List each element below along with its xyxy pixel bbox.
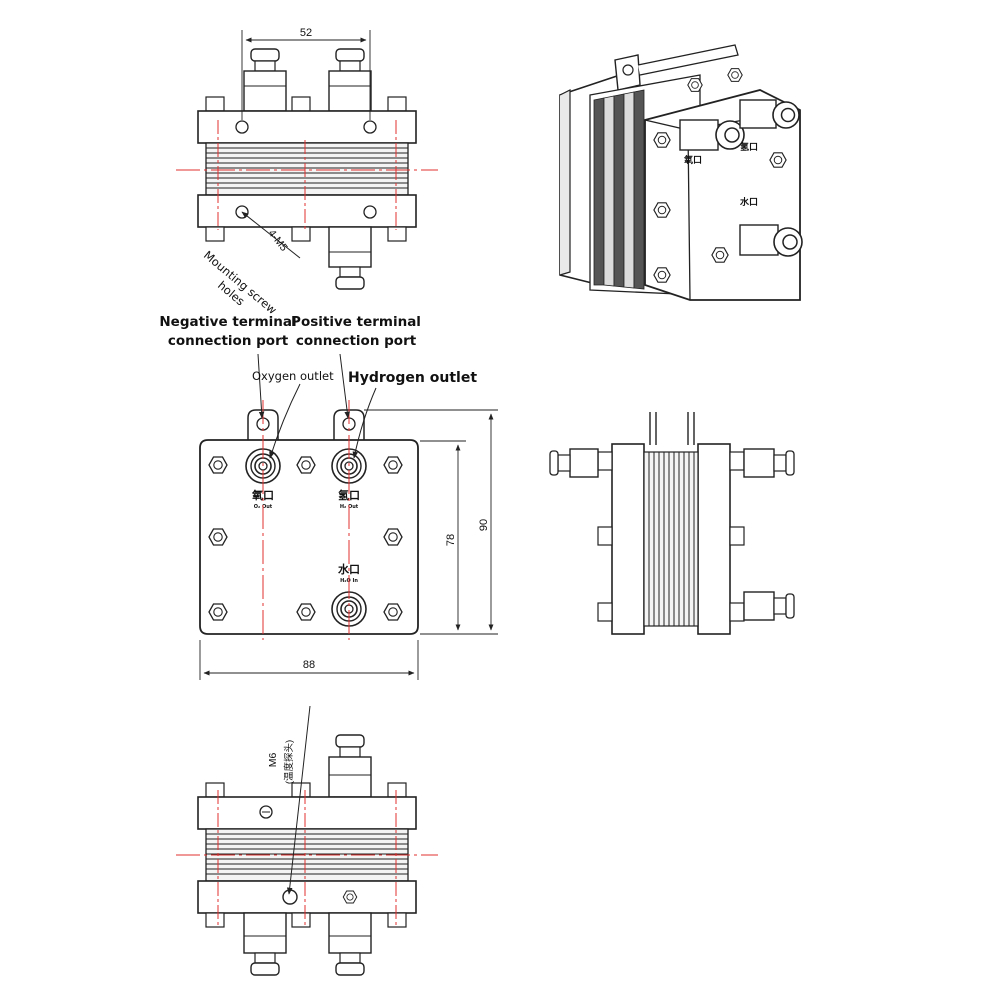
dimension-90: 90: [478, 519, 490, 531]
svg-text:氧口: 氧口: [683, 154, 702, 166]
side-view: [549, 412, 795, 635]
o2-port-cn: 氧口: [251, 488, 274, 502]
m6-label: M6: [267, 753, 279, 768]
negative-terminal-label: Negative terminal connection port: [159, 314, 297, 349]
top-view-bottom-fitting: [328, 226, 372, 290]
top-view: 52 4-M5: [176, 27, 438, 290]
top-fitting-right: [328, 48, 372, 112]
bottom-view: M6 (温度探头): [176, 705, 438, 976]
oxygen-outlet-label: Oxygen outlet: [252, 369, 334, 383]
front-view-plate: [199, 439, 419, 635]
m6-probe-hole: [282, 889, 298, 905]
bottom-view-stack: [205, 828, 409, 882]
temperature-probe-label: (温度探头): [283, 740, 295, 784]
isometric-view: 氧口 氢口 水口: [559, 44, 803, 301]
svg-text:水口: 水口: [740, 196, 758, 208]
dimension-52: 52: [300, 27, 312, 39]
isometric-h2-fitting: [739, 99, 800, 129]
top-view-lower-plate: [197, 194, 417, 228]
top-view-upper-plate: [197, 110, 417, 144]
hydrogen-outlet-label: Hydrogen outlet: [348, 370, 478, 386]
side-view-stack: [643, 451, 699, 627]
front-view: 氧口 O₂ Out 氢口 H₂ Out 水口 H₂O In 88 78 90: [199, 353, 498, 680]
h2-port-cn: 氢口: [338, 488, 360, 502]
positive-terminal-label: Positive terminal connection port: [291, 314, 421, 349]
dimension-78: 78: [445, 534, 457, 546]
isometric-o2-fitting: [679, 119, 745, 151]
dimension-88: 88: [303, 659, 315, 671]
thread-spec-4m5: 4-M5: [266, 227, 290, 253]
isometric-water-fitting: [739, 224, 803, 257]
svg-text:氢口: 氢口: [740, 141, 758, 153]
top-view-membrane-stack: [205, 142, 409, 196]
top-fitting-left: [243, 48, 287, 112]
